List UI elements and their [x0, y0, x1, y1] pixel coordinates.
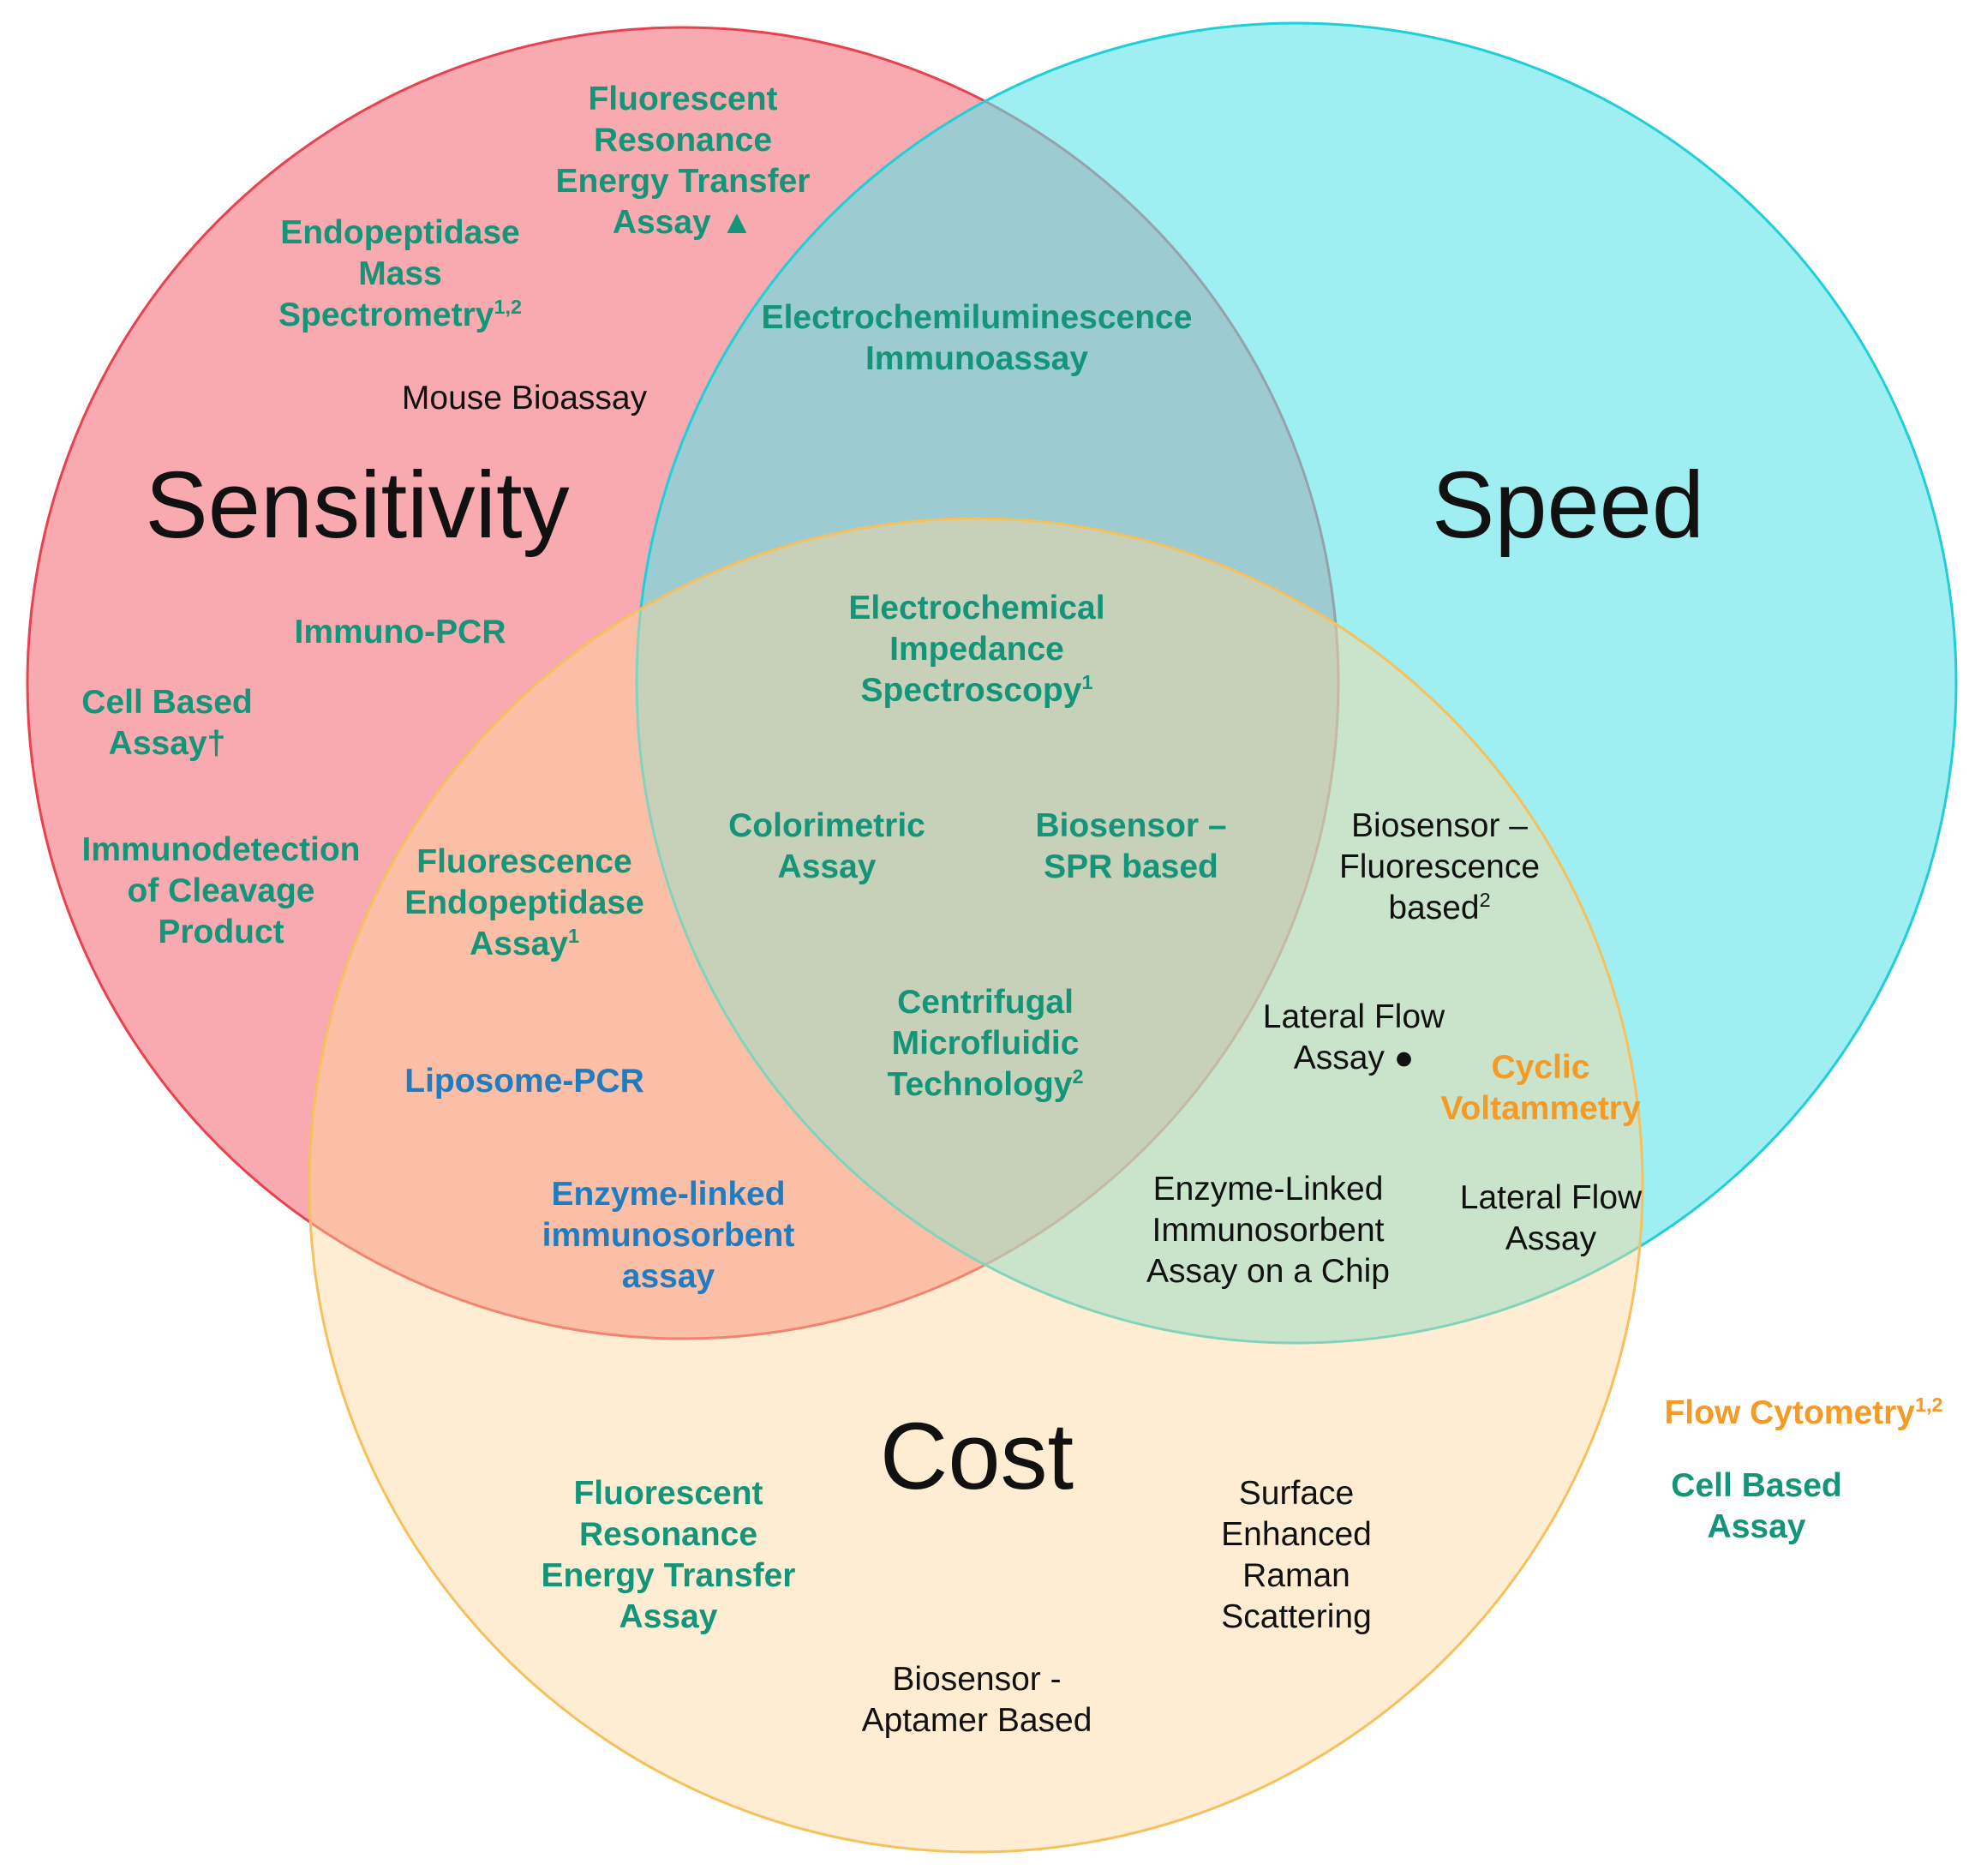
- method-label-line: assay: [621, 1258, 715, 1295]
- method-label-line: Impedance: [889, 631, 1064, 668]
- method-label-line: Assay: [777, 848, 877, 885]
- method-flow-cytometry: Flow Cytometry1,2: [1664, 1393, 1942, 1434]
- method-label-line: based2: [1388, 889, 1491, 926]
- method-label-line: Energy Transfer: [541, 1557, 796, 1594]
- method-label-line: Assay ●: [1293, 1040, 1415, 1076]
- speed-circle: [635, 21, 1958, 1345]
- method-label-line: Endopeptidase: [404, 884, 644, 921]
- footnote-marker: 1: [567, 925, 579, 947]
- method-label-line: Raman: [1242, 1557, 1350, 1594]
- method-label-line: Immuno-PCR: [294, 614, 506, 650]
- method-label-line: Endopeptidase: [280, 214, 520, 251]
- footnote-marker: 1: [1081, 671, 1093, 693]
- method-label-line: Flow Cytometry1,2: [1664, 1394, 1943, 1431]
- method-mouse-bioassay: Mouse Bioassay: [402, 378, 647, 419]
- set-label-sensitivity: Sensitivity: [145, 453, 570, 558]
- method-label-line: SPR based: [1044, 848, 1218, 885]
- method-label-line: Product: [158, 914, 284, 950]
- method-label-line: Immunoassay: [865, 340, 1089, 377]
- method-label-line: Assay ▲: [612, 204, 754, 241]
- method-label-line: Fluorescent: [588, 81, 778, 117]
- method-label-line: Liposome-PCR: [404, 1063, 644, 1100]
- method-label-line: Aptamer Based: [861, 1702, 1092, 1739]
- method-label-line: Assay1: [470, 925, 579, 962]
- method-label-line: Mass: [358, 255, 442, 292]
- method-label-line: Energy Transfer: [555, 163, 811, 200]
- footnote-marker: 2: [1479, 889, 1491, 911]
- method-label-line: Cell Based: [81, 684, 253, 721]
- method-label-line: Fluorescent: [573, 1475, 763, 1512]
- method-label-line: Biosensor –: [1351, 807, 1528, 844]
- method-label-line: Microfluidic: [891, 1025, 1080, 1062]
- method-label-line: Centrifugal: [897, 984, 1074, 1021]
- method-label-line: Fluorescence: [1338, 848, 1541, 885]
- method-label-line: of Cleavage: [127, 872, 315, 909]
- method-label-line: Assay on a Chip: [1146, 1253, 1390, 1290]
- method-label-line: Electrochemical: [848, 590, 1105, 626]
- method-label-line: Immunodetection: [81, 831, 361, 868]
- method-label-line: Lateral Flow: [1262, 998, 1445, 1035]
- method-label-line: Technology2: [887, 1065, 1084, 1103]
- method-label-line: Colorimetric: [728, 807, 925, 844]
- method-label-line: Assay: [1707, 1508, 1806, 1545]
- method-label-line: Cell Based: [1671, 1467, 1842, 1504]
- method-label-line: Assay: [619, 1598, 718, 1635]
- method-label-line: Scattering: [1221, 1598, 1372, 1635]
- method-label-line: Surface: [1238, 1475, 1355, 1512]
- footnote-marker: 2: [1072, 1065, 1084, 1088]
- footnote-marker: 1,2: [494, 296, 522, 318]
- method-label-line: Voltammetry: [1440, 1090, 1641, 1127]
- method-label-line: Assay: [1505, 1220, 1597, 1257]
- method-immuno-pcr: Immuno-PCR: [295, 612, 506, 653]
- method-biosensor-aptamer-based: Biosensor - Aptamer Based: [862, 1659, 1092, 1741]
- method-label-line: Spectroscopy1: [860, 671, 1093, 709]
- method-enzyme-linked-immunosorbent-assay: Enzyme-linked immunosorbent assay: [542, 1174, 795, 1298]
- method-label-line: immunosorbent: [542, 1217, 795, 1254]
- method-label-line: Electrochemiluminescence: [761, 299, 1193, 336]
- method-label-line: Biosensor -: [892, 1661, 1062, 1698]
- method-label-line: Resonance: [578, 1516, 758, 1553]
- method-label-line: Immunosorbent: [1152, 1212, 1385, 1249]
- method-label-line: Resonance: [593, 122, 773, 159]
- method-label-line: Enzyme-linked: [551, 1176, 786, 1213]
- method-label-line: Fluorescence: [416, 843, 632, 880]
- cost-circle: [308, 517, 1644, 1854]
- set-label-speed: Speed: [1431, 453, 1705, 558]
- method-label-line: Biosensor –: [1035, 807, 1227, 844]
- method-label-line: Mouse Bioassay: [401, 380, 648, 417]
- method-biosensor-spr-based: Biosensor – SPR based: [1035, 806, 1226, 888]
- method-label-line: Enzyme-Linked: [1152, 1171, 1384, 1208]
- footnote-marker: 1,2: [1915, 1394, 1943, 1416]
- method-label-line: Assay†: [108, 725, 226, 762]
- method-biosensor-fluorescence-based: Biosensor – Fluorescence based2: [1339, 806, 1540, 929]
- set-label-cost: Cost: [879, 1404, 1074, 1509]
- method-label-line: Lateral Flow: [1459, 1179, 1643, 1216]
- method-liposome-pcr: Liposome-PCR: [404, 1061, 644, 1102]
- method-label-line: Enhanced: [1221, 1516, 1372, 1553]
- method-label-line: Spectrometry1,2: [278, 296, 522, 333]
- method-label-line: Cyclic: [1491, 1049, 1590, 1086]
